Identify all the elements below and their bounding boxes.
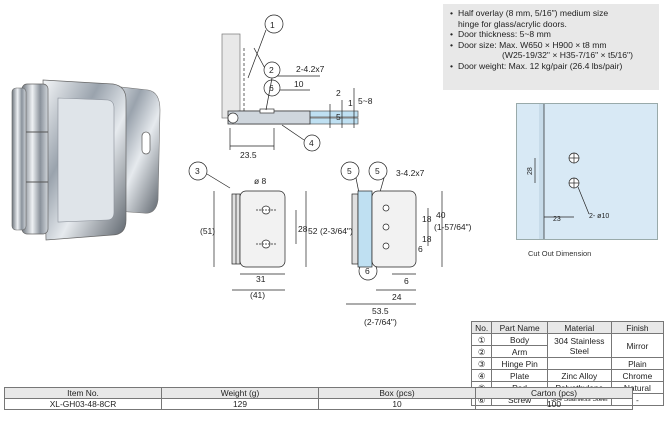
spec-line: (W25-19/32" × H35-7/16" × t5/16") xyxy=(502,50,633,61)
dim-side-6a: 6 xyxy=(418,244,423,254)
dim-side-40in: (1-57/64") xyxy=(434,222,472,232)
technical-drawing: 1 2 6 4 3 5 5 6 2-4.2x7 10 23.5 2 1 5 5~… xyxy=(188,14,472,327)
spec-line: Half overlay (8 mm, 5/16") medium size xyxy=(450,8,653,19)
spec-line: Door thickness: 5~8 mm xyxy=(450,29,653,40)
parts-header-finish: Finish xyxy=(610,321,664,334)
dim-front-31: 31 xyxy=(256,274,266,284)
item-header-no: Item No. xyxy=(4,387,162,399)
spec-line: Door size: Max. W650 × H900 × t8 mm xyxy=(450,40,653,51)
dim-front-52: 52 xyxy=(308,226,318,236)
cutout-diagram: 28 23 2- ø10 xyxy=(516,103,658,240)
callout-1: 1 xyxy=(270,20,275,30)
callout-4: 4 xyxy=(309,138,314,148)
table-row: XL-GH03-48-8CR 129 10 100 xyxy=(4,398,633,410)
callouts xyxy=(188,14,388,281)
table-row: ② Arm xyxy=(470,345,664,358)
dim-front-phi8: ø 8 xyxy=(254,176,267,186)
parts-header-name: Part Name xyxy=(491,321,548,334)
parts-header-no: No. xyxy=(470,321,493,334)
dim-side-24: 24 xyxy=(392,292,402,302)
dim-top-holes: 2-4.2x7 xyxy=(296,64,325,74)
dim-top-1: 1 xyxy=(348,98,353,108)
spec-box: Half overlay (8 mm, 5/16") medium size h… xyxy=(443,4,659,90)
callout-6-top: 6 xyxy=(269,83,274,93)
parts-header-material: Material xyxy=(546,321,612,334)
dim-top-2: 2 xyxy=(336,88,341,98)
dim-side-535in: (2-7/64") xyxy=(364,317,397,327)
dim-side-40: 40 xyxy=(436,210,446,220)
table-row: ③ Hinge Pin Plain xyxy=(470,357,664,370)
table-row: ① Body 304 Stainless Steel Mirror xyxy=(470,333,664,358)
front-view xyxy=(213,190,307,291)
spec-line: hinge for glass/acrylic doors. xyxy=(458,18,567,29)
dim-side-18a: 18 xyxy=(422,214,432,224)
dim-front-52in: (2-3/64") xyxy=(320,226,353,236)
cutout-dim-23: 23 xyxy=(553,216,561,223)
dim-top-10: 10 xyxy=(294,79,304,89)
cutout-dim-hole: 2- ø10 xyxy=(589,213,609,220)
dim-top-235: 23.5 xyxy=(240,150,257,160)
dim-side-535: 53.5 xyxy=(372,306,389,316)
cutout-caption: Cut Out Dimension xyxy=(528,249,592,258)
merged-material: 304 Stainless Steel xyxy=(546,333,612,358)
dim-top-58: 5~8 xyxy=(358,96,373,106)
top-view xyxy=(221,33,359,150)
table-row: ④ Plate Zinc Alloy Chrome xyxy=(470,369,664,382)
dim-side-18b: 18 xyxy=(422,234,432,244)
callout-5b: 5 xyxy=(375,166,380,176)
callout-5a: 5 xyxy=(347,166,352,176)
callout-3: 3 xyxy=(195,166,200,176)
item-header-weight: Weight (g) xyxy=(161,387,319,399)
dim-side-6b: 6 xyxy=(404,276,409,286)
item-table: Item No. Weight (g) Box (pcs) Carton (pc… xyxy=(4,387,633,410)
hinge-product-photo xyxy=(11,79,161,241)
dim-top-5: 5 xyxy=(336,112,341,122)
spec-line: Door weight: Max. 12 kg/pair (26.4 lbs/p… xyxy=(450,61,653,72)
callout-2: 2 xyxy=(269,65,274,75)
dim-side-holes: 3-4.2x7 xyxy=(396,168,425,178)
dim-front-41: (41) xyxy=(250,290,265,300)
dim-front-28: 28 xyxy=(298,224,308,234)
cutout-dim-28: 28 xyxy=(527,167,534,175)
callout-6: 6 xyxy=(365,266,370,276)
item-header-box: Box (pcs) xyxy=(318,387,476,399)
item-header-carton: Carton (pcs) xyxy=(475,387,633,399)
side-view xyxy=(346,190,443,305)
dim-front-51: (51) xyxy=(200,226,215,236)
